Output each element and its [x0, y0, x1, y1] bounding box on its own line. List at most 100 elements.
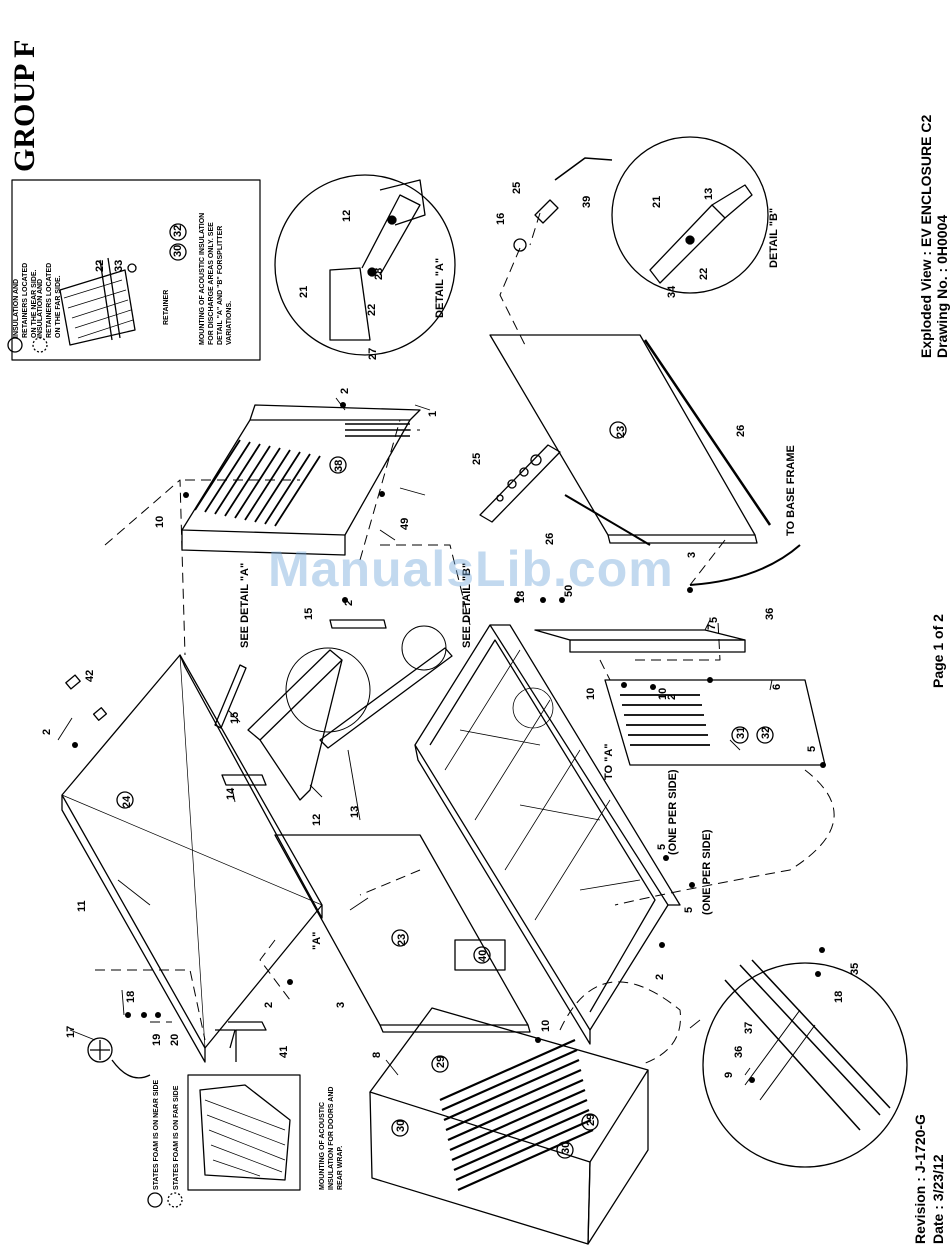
- retainer-part-32-mark: [169, 223, 187, 241]
- side-panel-23-lower: [274, 834, 531, 1033]
- callout-24: 24: [121, 795, 133, 808]
- retainer-part-30-mark: [169, 243, 187, 261]
- part-31-mark: [731, 726, 749, 744]
- top-cover-panel: [61, 654, 323, 1063]
- callout-1: 1: [427, 411, 439, 417]
- callout-38: 38: [333, 460, 345, 472]
- cord-36: [689, 544, 801, 586]
- bracket-41: [228, 1021, 267, 1062]
- callout-27: 27: [367, 348, 379, 360]
- callout-15-a: 15: [229, 712, 241, 724]
- callout-25-b: 25: [471, 453, 483, 465]
- callout-10-d: 10: [540, 1020, 552, 1032]
- callout-29-a: 29: [435, 1056, 447, 1068]
- callout-28: 28: [373, 268, 385, 280]
- detail-b-label: DETAIL "B": [768, 208, 780, 268]
- foam-near-side-symbol: [147, 1192, 163, 1208]
- callout-10-a: 10: [154, 516, 166, 528]
- callout-21-a: 21: [298, 286, 310, 298]
- callout-30-a: 30: [172, 245, 184, 257]
- callout-39: 39: [581, 196, 593, 208]
- foam-near-side-legend: STATES FOAM IS ON NEAR SIDE: [153, 1079, 160, 1190]
- part-24-mark: [116, 791, 134, 809]
- see-detail-b: SEE DETAIL "B": [461, 563, 473, 648]
- one-per-side-a: (ONE PER SIDE): [667, 769, 679, 855]
- callout-26-a: 26: [735, 425, 747, 437]
- detail-b-view: [611, 136, 769, 294]
- part-29-right-mark: [581, 1113, 599, 1131]
- callout-5-d: 5: [683, 907, 695, 913]
- hardware-fasteners: [72, 402, 826, 1083]
- detail-lower-view: [702, 959, 908, 1168]
- part-40-mark: [473, 946, 491, 964]
- legend-near-side: INSULATION AND RETAINERS LOCATED ON THE …: [13, 262, 38, 338]
- insulation-inset-bottom: [147, 1074, 301, 1208]
- callout-35: 35: [849, 963, 861, 975]
- callout-18-a: 18: [125, 991, 137, 1003]
- callout-2-a: 2: [339, 388, 351, 394]
- callout-10-b: 10: [585, 688, 597, 700]
- part-29-top-mark: [431, 1055, 449, 1073]
- handle-42: [65, 674, 81, 690]
- callout-3-b: 3: [686, 552, 698, 558]
- callout-37: 37: [743, 1022, 755, 1034]
- callout-12-b: 12: [311, 814, 323, 826]
- callout-20: 20: [169, 1034, 181, 1046]
- callout-32-a: 32: [172, 225, 184, 237]
- callout-22-b: 22: [366, 304, 378, 316]
- callout-50: 50: [563, 585, 575, 597]
- callout-2-f: 2: [666, 694, 678, 700]
- callout-7: 7: [706, 624, 718, 630]
- front-grille-panel: [369, 1007, 649, 1245]
- callout-36-b: 36: [733, 1046, 745, 1058]
- splitter-assembly: [214, 619, 453, 801]
- callout-34: 34: [666, 285, 678, 298]
- callout-10-c: 10: [657, 688, 669, 700]
- part-23-upper-mark: [609, 421, 627, 439]
- to-a-label: TO "A": [603, 743, 615, 780]
- callout-leaders: [57, 397, 773, 1076]
- part-32-mark: [756, 726, 774, 744]
- callout-23-b: 23: [396, 934, 408, 946]
- grille-panel-6: [604, 679, 826, 766]
- plug-39: [554, 157, 613, 181]
- foam-far-side-legend: STATES FOAM IS ON FAR SIDE: [173, 1085, 180, 1190]
- callout-numbers: 1 2 2 2 2 2 2 3 3 5 5 5 5 6 7 8 9 10 10 …: [41, 182, 861, 1154]
- strain-relief-25: [534, 199, 559, 224]
- part-30-left-mark: [391, 1119, 409, 1137]
- callout-32-b: 32: [760, 727, 772, 739]
- detail-a-marker: [401, 625, 447, 671]
- callout-22-a: 22: [94, 260, 106, 272]
- part-30-right-mark: [556, 1141, 574, 1159]
- callout-21-b: 21: [651, 196, 663, 208]
- callout-41: 41: [278, 1046, 290, 1058]
- near-side-legend-symbol: [7, 337, 23, 353]
- callout-18-c: 18: [833, 991, 845, 1003]
- latch-17: [87, 1037, 151, 1079]
- panel-7: [534, 629, 746, 653]
- part-38-mark: [329, 456, 347, 474]
- callout-36-a: 36: [764, 608, 776, 620]
- watermark: ManualsLib.com: [268, 541, 674, 597]
- callout-5-b: 5: [806, 746, 818, 752]
- callout-12-a: 12: [341, 210, 353, 222]
- callout-25-a: 25: [511, 182, 523, 194]
- one-per-side-b: (ONE PER SIDE): [701, 829, 713, 915]
- insulation-inset-top: [7, 179, 261, 361]
- callout-29-b: 29: [585, 1114, 597, 1126]
- callout-30-b: 30: [395, 1120, 407, 1132]
- callout-19: 19: [151, 1034, 163, 1046]
- callout-22-c: 22: [698, 268, 710, 280]
- discharge-insulation-note: MOUNTING OF ACOUSTIC INSULATION FOR DISC…: [199, 212, 233, 345]
- callout-17: 17: [65, 1026, 77, 1038]
- callout-49: 49: [399, 518, 411, 530]
- part-23-lower-mark: [391, 929, 409, 947]
- retainer-label: RETAINER: [163, 290, 170, 325]
- callout-31: 31: [735, 727, 747, 739]
- callout-15-b: 15: [303, 608, 315, 620]
- callout-3-a: 3: [335, 1002, 347, 1008]
- base-frame: [414, 624, 681, 1045]
- callout-13-a: 13: [703, 188, 715, 200]
